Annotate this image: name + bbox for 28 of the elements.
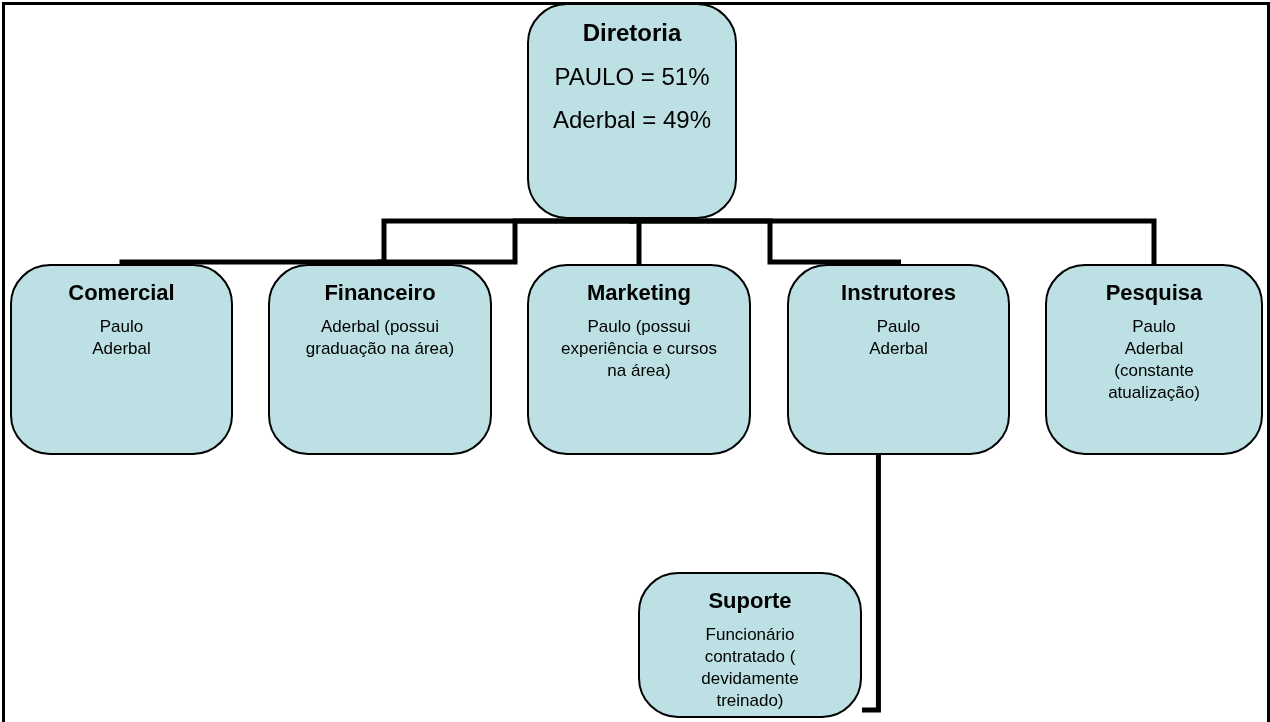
rounded-box [527, 3, 737, 219]
box-text: Paulo (possui experiência e cursos na área) [560, 316, 718, 383]
box-text: Paulo [1132, 316, 1176, 338]
rounded-box [10, 264, 233, 455]
box-text: Aderbal [92, 338, 151, 361]
box-text: Aderbal = 49% [552, 105, 712, 136]
box-text: Paulo [99, 316, 144, 338]
box-text: (constante atualização) [1107, 360, 1201, 405]
box-text: Aderbal (possui graduação na área) [305, 316, 455, 361]
rounded-box [527, 264, 751, 455]
box-text: Aderbal [869, 338, 928, 361]
box-heading: Pesquisa [1105, 280, 1203, 306]
connector-line [629, 216, 1157, 264]
box-heading: Suporte [708, 588, 792, 614]
box-heading: Marketing [587, 280, 691, 306]
box-text: PAULO = 51% [554, 62, 710, 92]
rounded-box [268, 264, 492, 455]
box-heading: Diretoria [582, 19, 682, 47]
box-text: Funcionário contratado ( devidamente treinado) [700, 624, 800, 713]
box-text: Aderbal [1124, 338, 1184, 361]
connector-line [862, 455, 881, 713]
rounded-box [787, 264, 1010, 455]
box-heading: Instrutores [841, 280, 956, 306]
box-heading: Comercial [68, 280, 175, 306]
rounded-box [1045, 264, 1263, 455]
box-text: Paulo [876, 316, 921, 338]
rounded-box [638, 572, 862, 718]
box-heading: Financeiro [324, 280, 436, 306]
